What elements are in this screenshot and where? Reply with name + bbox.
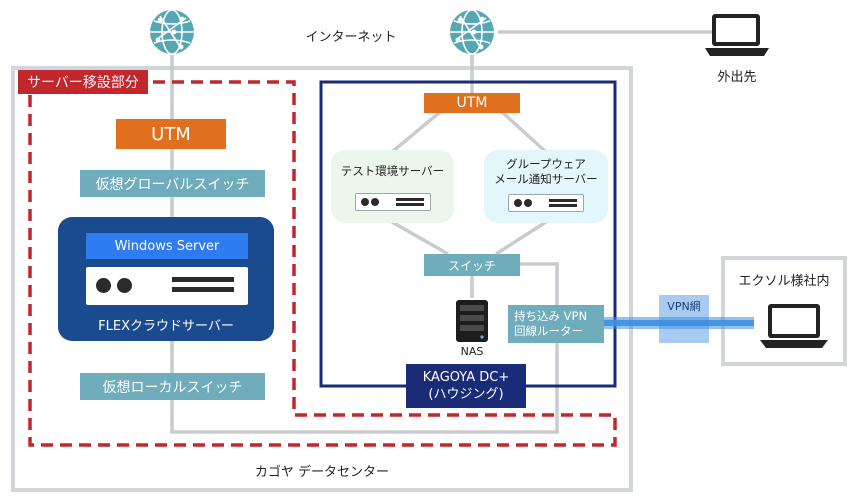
nas-label: NAS xyxy=(460,345,484,358)
office-frame xyxy=(721,256,847,366)
test-server: テスト環境サーバー xyxy=(331,150,454,223)
globe-icon xyxy=(450,9,494,55)
flex-cloud-label: FLEXクラウドサーバー xyxy=(98,319,234,334)
internet-label: インターネット xyxy=(305,30,397,45)
server-unit-icon xyxy=(354,193,431,211)
datacenter-frame xyxy=(11,66,633,492)
migration-label: サーバー移設部分 xyxy=(18,70,148,94)
globe-icon xyxy=(150,9,194,55)
dc-switch: スイッチ xyxy=(424,254,520,276)
kagoya-dc-title: KAGOYA DC+ xyxy=(422,370,510,385)
laptop-icon xyxy=(705,14,769,56)
connection-lines xyxy=(170,30,740,434)
laptop-icon xyxy=(760,304,828,348)
groupware-server: グループウェア メール通知サーバー xyxy=(484,150,608,223)
office-label: エクソル様社内 xyxy=(738,274,830,289)
virtual-local-switch: 仮想ローカルスイッチ xyxy=(80,373,265,400)
nas-icon xyxy=(456,300,488,342)
remote-label: 外出先 xyxy=(717,70,757,85)
server-unit-icon xyxy=(508,194,584,212)
dc-utm-box: UTM xyxy=(424,93,520,113)
vpn-label: VPN網 xyxy=(667,300,701,313)
windows-server-label: Windows Server xyxy=(86,233,248,259)
virtual-global-switch: 仮想グローバルスイッチ xyxy=(80,170,265,197)
test-server-label: テスト環境サーバー xyxy=(340,164,445,178)
vpn-router: 持ち込み VPN 回線ルーター xyxy=(508,305,604,343)
kagoya-dc-subtitle: (ハウジング) xyxy=(428,387,504,402)
server-unit-icon xyxy=(86,267,248,305)
utm-box: UTM xyxy=(116,119,226,149)
datacenter-label: カゴヤ データセンター xyxy=(254,465,390,480)
migration-dashed-border xyxy=(28,80,617,447)
groupware-server-label: グループウェア メール通知サーバー xyxy=(494,157,598,186)
kagoya-dc-label: KAGOYA DC+ (ハウジング) xyxy=(406,364,526,408)
flex-cloud-server: Windows Server FLEXクラウドサーバー xyxy=(58,217,274,341)
